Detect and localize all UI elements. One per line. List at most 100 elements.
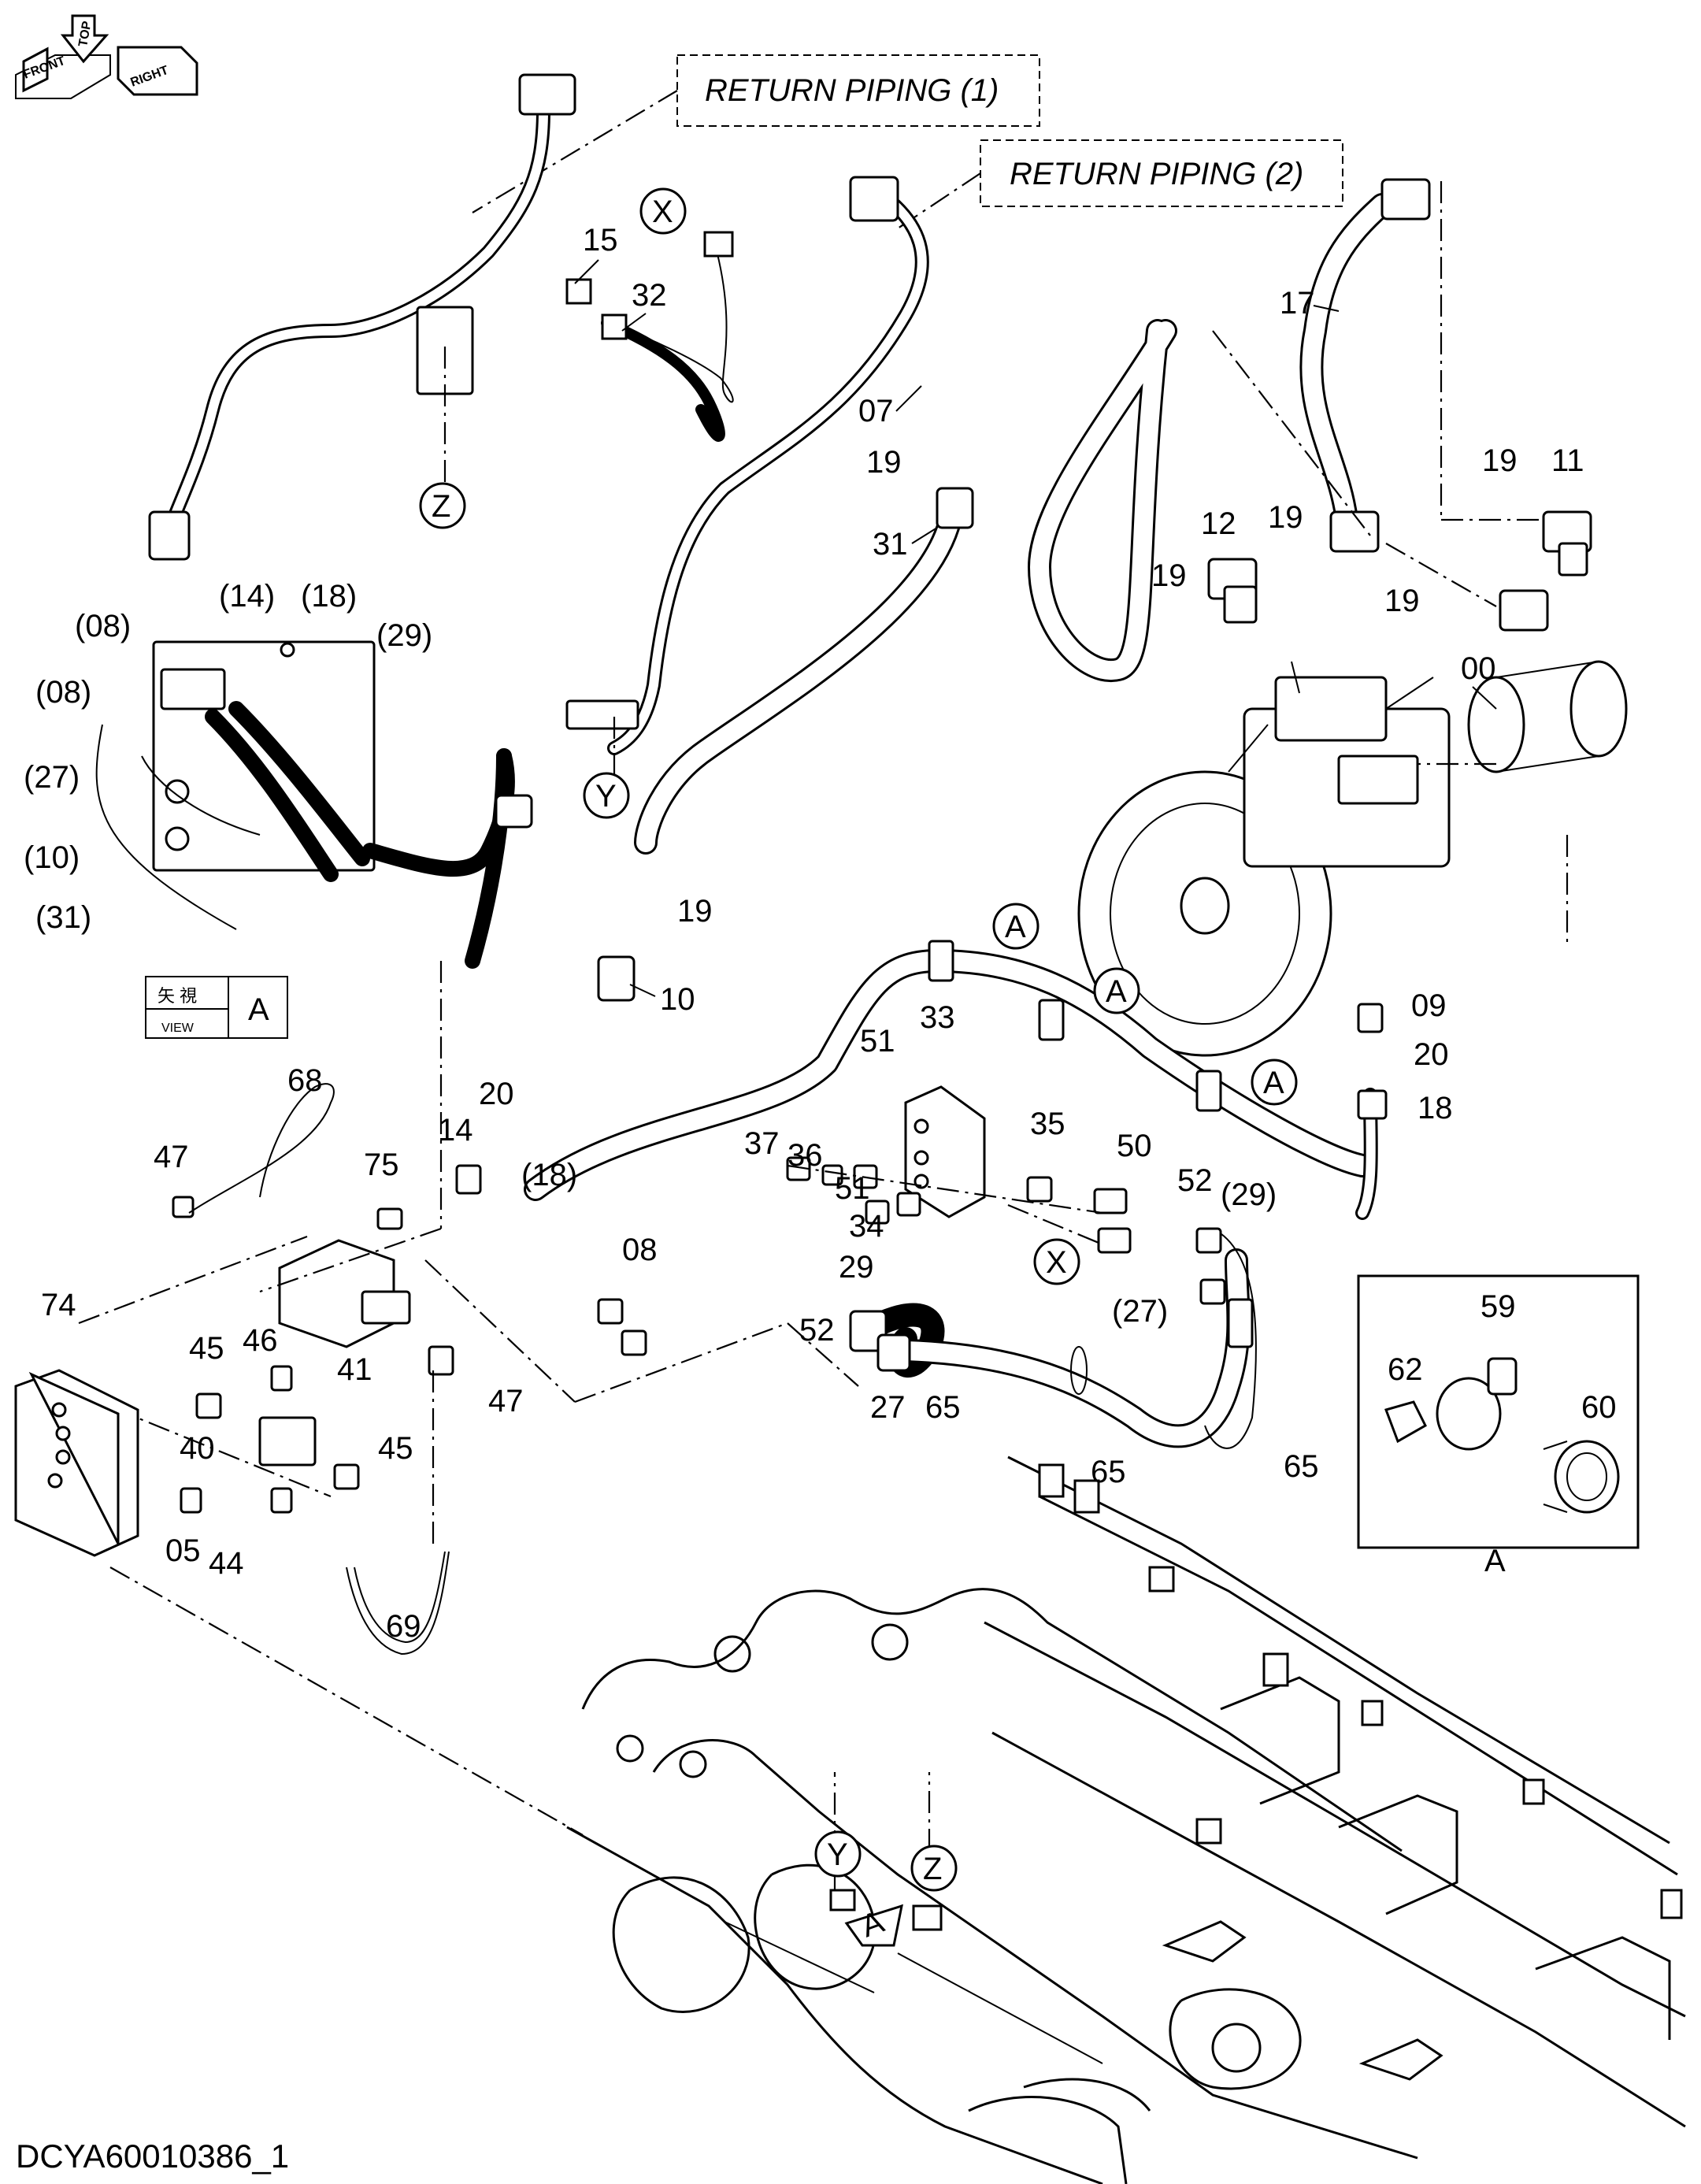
label-07: 07 <box>858 394 894 428</box>
return-piping-1-label: RETURN PIPING (1) <box>705 73 999 108</box>
label-17: 17 <box>1280 286 1315 321</box>
label-19-e: 19 <box>1384 584 1420 618</box>
label-65-c: 65 <box>1284 1449 1319 1484</box>
label-q08-b: (08) <box>35 675 91 710</box>
label-q29-inset: (29) <box>376 618 432 653</box>
label-31: 31 <box>873 527 908 562</box>
label-q29: (29) <box>1221 1177 1277 1212</box>
return-piping-2 <box>565 176 929 788</box>
ref-y-bottom: Y <box>827 1837 848 1872</box>
part-labels: 15 32 07 19 31 17 19 11 12 19 19 19 00 (… <box>24 223 1617 1644</box>
hose-32 <box>565 231 734 442</box>
ref-a-3: A <box>1263 1066 1284 1100</box>
ref-z-top: Z <box>432 489 450 524</box>
label-q18: (18) <box>301 579 357 614</box>
return-piping-1-callout: RETURN PIPING (1) <box>472 54 1040 213</box>
label-69: 69 <box>386 1609 421 1644</box>
hose-31 <box>634 487 974 855</box>
label-40: 40 <box>180 1431 215 1466</box>
ref-a-1: A <box>1005 910 1026 944</box>
label-q14: (14) <box>219 579 275 614</box>
label-20-b: 20 <box>479 1077 514 1111</box>
label-37: 37 <box>744 1126 780 1161</box>
label-34: 34 <box>849 1209 884 1244</box>
valve-block-group <box>78 961 859 1656</box>
frame-structure <box>566 1455 1686 2184</box>
label-50: 50 <box>1117 1129 1152 1163</box>
label-45-b: 45 <box>378 1431 413 1466</box>
label-19-f: 19 <box>677 894 713 929</box>
label-09: 09 <box>1411 988 1447 1023</box>
label-51-b: 51 <box>835 1171 870 1206</box>
view-word: VIEW <box>161 1022 195 1035</box>
return-piping-2-label: RETURN PIPING (2) <box>1010 157 1303 191</box>
bracket-33 <box>786 1085 1132 1254</box>
label-18: 18 <box>1418 1091 1453 1125</box>
detail-box-a: A <box>1357 1274 1640 1578</box>
label-14: 14 <box>438 1113 473 1148</box>
plate-74 <box>14 1369 584 1836</box>
ref-a-2: A <box>1106 974 1127 1009</box>
fittings-11-12 <box>1207 181 1592 945</box>
ref-x-mid: X <box>1046 1245 1067 1280</box>
label-32: 32 <box>632 278 667 313</box>
label-q18-b: (18) <box>521 1158 577 1192</box>
label-27: 27 <box>870 1390 906 1425</box>
label-46: 46 <box>243 1323 278 1358</box>
pump-assembly <box>1077 660 1628 1057</box>
label-q10: (10) <box>24 840 80 875</box>
label-10: 10 <box>660 982 695 1017</box>
label-20-a: 20 <box>1414 1037 1449 1072</box>
label-47-a: 47 <box>154 1140 189 1174</box>
label-15: 15 <box>583 223 618 258</box>
main-pipe-10 <box>524 940 1374 1201</box>
view-a-inset <box>95 640 533 969</box>
hose-17 <box>1299 178 1431 553</box>
ref-y-left: Y <box>595 779 617 814</box>
label-65-a: 65 <box>925 1390 961 1425</box>
label-65-b: 65 <box>1091 1455 1126 1489</box>
view-a-box: 矢 視 VIEW A <box>145 976 288 1039</box>
label-00: 00 <box>1461 651 1496 686</box>
detail-box-label: A <box>1484 1544 1506 1578</box>
label-35: 35 <box>1030 1107 1065 1141</box>
label-62: 62 <box>1388 1352 1423 1387</box>
label-59: 59 <box>1480 1289 1516 1324</box>
label-05: 05 <box>165 1533 201 1568</box>
return-piping-1 <box>148 73 576 561</box>
label-19-c: 19 <box>1268 500 1303 535</box>
label-11: 11 <box>1551 443 1584 478</box>
label-q08-a: (08) <box>75 609 131 643</box>
top-label: TOP <box>76 20 94 47</box>
label-36: 36 <box>788 1138 823 1173</box>
label-75: 75 <box>364 1148 399 1182</box>
label-19-b: 19 <box>1482 443 1518 478</box>
label-52-a: 52 <box>1177 1163 1213 1198</box>
label-33: 33 <box>920 1000 955 1035</box>
view-kanji: 矢 視 <box>158 986 197 1006</box>
label-47-b: 47 <box>488 1384 524 1418</box>
label-19-d: 19 <box>1151 558 1187 593</box>
circle-refs: X Z Y A A A X Y Z A <box>419 187 1298 1947</box>
drawing-code: DCYA60010386_1 <box>16 2138 289 2175</box>
label-q27-inset: (27) <box>24 760 80 795</box>
label-52-b: 52 <box>799 1313 835 1348</box>
label-74: 74 <box>41 1288 76 1322</box>
label-45-a: 45 <box>189 1331 224 1366</box>
hose-18 <box>1355 1003 1388 1220</box>
hose-loop <box>1028 319 1177 683</box>
label-08: 08 <box>622 1233 658 1267</box>
label-60: 60 <box>1581 1390 1617 1425</box>
return-piping-2-callout: RETURN PIPING (2) <box>897 139 1343 229</box>
hoses-27-29-65 <box>849 1227 1257 1449</box>
label-51-a: 51 <box>860 1024 895 1059</box>
label-19-a: 19 <box>866 445 902 480</box>
view-letter: A <box>248 992 269 1027</box>
label-12: 12 <box>1201 506 1236 541</box>
label-q27: (27) <box>1112 1294 1168 1329</box>
ref-x-top: X <box>652 195 673 229</box>
label-29: 29 <box>839 1250 874 1285</box>
label-41: 41 <box>337 1352 372 1387</box>
label-68: 68 <box>287 1063 323 1098</box>
